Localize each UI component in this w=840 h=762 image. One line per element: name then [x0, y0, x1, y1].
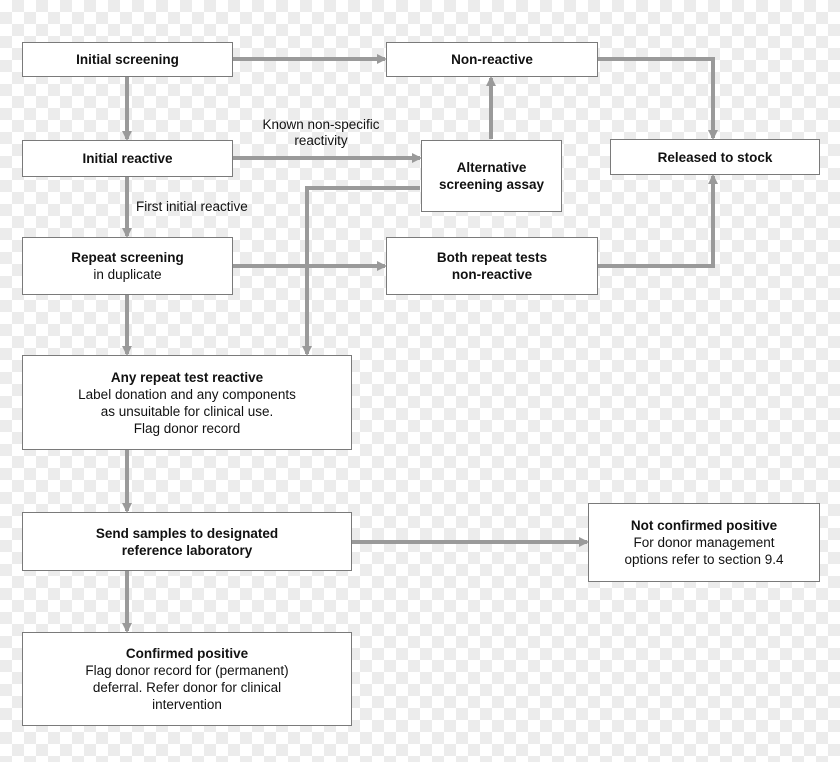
arrow-both-to-released	[598, 174, 718, 268]
any-repeat-reactive-box: Any repeat test reactive Label donation …	[22, 355, 352, 450]
first-initial-reactive-label: First initial reactive	[136, 199, 248, 214]
non-reactive-box: Non-reactive	[386, 42, 598, 77]
known-nonspecific-line-2: reactivity	[294, 133, 348, 148]
repeat-screening-box: Repeat screening in duplicate	[22, 237, 233, 295]
released-to-stock-box: Released to stock	[610, 139, 820, 175]
known-nonspecific-label: Known non-specific reactivity	[236, 117, 406, 149]
alternative-assay-line-2: screening assay	[438, 177, 545, 192]
alternative-assay-box: Alternative screening assay	[421, 140, 562, 212]
not-confirmed-box: Not confirmed positive For donor managem…	[588, 503, 820, 582]
not-confirmed-title: Not confirmed positive	[630, 518, 778, 533]
initial-reactive-box: Initial reactive	[22, 140, 233, 177]
initial-screening-box: Initial screening	[22, 42, 233, 77]
repeat-screening-sub: in duplicate	[93, 267, 162, 282]
any-repeat-line-2: as unsuitable for clinical use.	[100, 403, 274, 419]
both-repeat-line-2: non-reactive	[451, 267, 533, 282]
released-to-stock-label: Released to stock	[657, 149, 773, 165]
both-repeat-nonreactive-box: Both repeat tests non-reactive	[386, 237, 598, 295]
any-repeat-title: Any repeat test reactive	[110, 369, 264, 385]
confirmed-positive-line-1: Flag donor record for (permanent)	[85, 663, 289, 678]
alternative-assay-line-1: Alternative	[456, 160, 527, 175]
any-repeat-line-1: Label donation and any components	[78, 386, 296, 402]
not-confirmed-line-1: For donor management	[633, 535, 775, 550]
known-nonspecific-line-1: Known non-specific	[262, 117, 380, 132]
both-repeat-line-1: Both repeat tests	[436, 250, 548, 265]
not-confirmed-line-2: options refer to section 9.4	[624, 552, 784, 567]
send-samples-line-2: reference laboratory	[121, 542, 253, 558]
confirmed-positive-title: Confirmed positive	[125, 646, 249, 661]
send-samples-line-1: Send samples to designated	[95, 525, 279, 541]
send-samples-box: Send samples to designated reference lab…	[22, 512, 352, 571]
any-repeat-line-3: Flag donor record	[133, 420, 241, 436]
confirmed-positive-box: Confirmed positive Flag donor record for…	[22, 632, 352, 726]
initial-reactive-label: Initial reactive	[82, 151, 173, 166]
repeat-screening-title: Repeat screening	[71, 250, 184, 265]
confirmed-positive-line-2: deferral. Refer donor for clinical	[92, 680, 282, 695]
initial-screening-label: Initial screening	[76, 52, 179, 67]
non-reactive-label: Non-reactive	[451, 52, 533, 67]
confirmed-positive-line-3: intervention	[152, 697, 222, 712]
arrow-alt-to-any-repeat	[302, 186, 420, 356]
arrow-nonreactive-to-released	[598, 57, 718, 140]
